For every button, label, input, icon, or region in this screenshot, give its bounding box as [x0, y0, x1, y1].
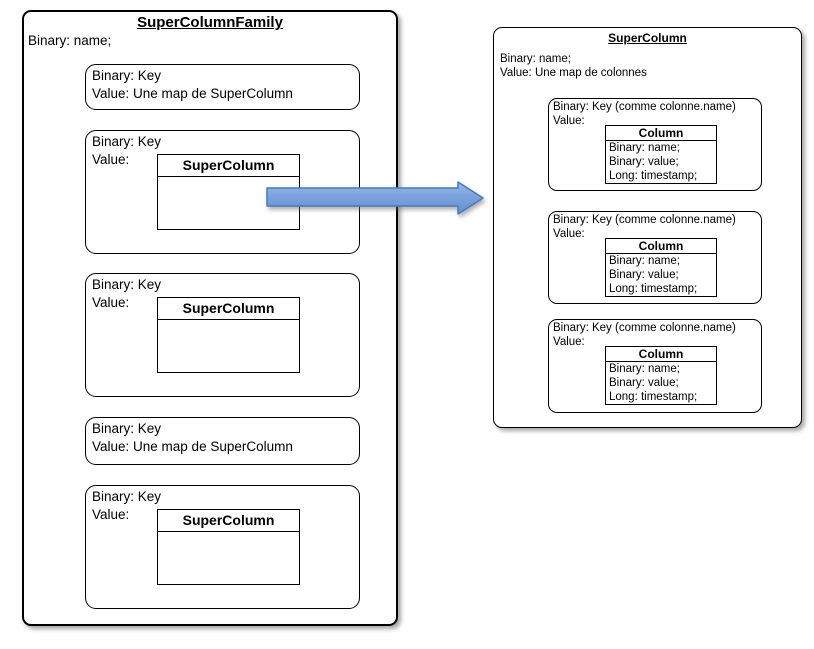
key-line: Binary: Key — [92, 68, 162, 83]
column-row: Binary: value; — [609, 156, 679, 168]
supercolumnfamily-title: SuperColumnFamily — [137, 14, 283, 31]
column-table-header: Column — [606, 126, 716, 141]
column-row: Binary: name; — [609, 363, 680, 375]
value-line: Value: — [553, 335, 585, 348]
column-row: Binary: value; — [609, 269, 679, 281]
supercolumn-panel: SuperColumn Binary: name; Value: Une map… — [493, 27, 802, 428]
key-supercolumn-box: Binary: Key Value: SuperColumn — [85, 485, 360, 609]
key-line: Binary: Key (comme colonne.name) — [553, 214, 736, 226]
supercolumn-table: SuperColumn — [157, 509, 300, 585]
key-supercolumn-box: Binary: Key Value: SuperColumn — [85, 273, 360, 397]
supercolumnfamily-name-field: Binary: name; — [28, 33, 112, 48]
value-line: Value: — [92, 507, 130, 522]
key-line: Binary: Key — [92, 421, 162, 436]
key-line: Binary: Key — [92, 277, 162, 292]
key-column-box: Binary: Key (comme colonne.name) Value: … — [548, 211, 762, 304]
supercolumn-value-field: Value: Une map de colonnes — [500, 67, 647, 79]
key-map-box: Binary: Key Value: Une map de SuperColum… — [85, 417, 360, 465]
column-row: Binary: name; — [609, 142, 680, 154]
column-table-header: Column — [606, 347, 716, 362]
key-line: Binary: Key — [92, 134, 162, 149]
key-line: Binary: Key — [92, 489, 162, 504]
supercolumn-name-field: Binary: name; — [500, 53, 571, 65]
key-column-box: Binary: Key (comme colonne.name) Value: … — [548, 319, 762, 413]
column-row: Binary: value; — [609, 377, 679, 389]
supercolumn-table-header: SuperColumn — [158, 510, 299, 532]
value-line: Value: — [92, 295, 130, 310]
column-row: Long: timestamp; — [609, 391, 698, 403]
column-table: Column Binary: name; Binary: value; Long… — [605, 125, 717, 184]
supercolumn-table: SuperColumn — [157, 297, 300, 373]
key-line: Binary: Key (comme colonne.name) — [553, 322, 736, 334]
column-row: Long: timestamp; — [609, 170, 698, 182]
right-arrow-icon — [266, 181, 484, 215]
value-line: Value: Une map de SuperColumn — [92, 86, 293, 101]
column-table-header: Column — [606, 239, 716, 254]
column-table: Column Binary: name; Binary: value; Long… — [605, 346, 717, 405]
key-column-box: Binary: Key (comme colonne.name) Value: … — [548, 98, 762, 191]
supercolumn-table-header: SuperColumn — [158, 298, 299, 320]
value-line: Value: — [553, 227, 585, 240]
supercolumn-title: SuperColumn — [608, 31, 687, 45]
supercolumn-table-header: SuperColumn — [158, 155, 299, 177]
key-map-box: Binary: Key Value: Une map de SuperColum… — [85, 64, 360, 110]
value-line: Value: — [553, 114, 585, 127]
value-line: Value: — [92, 152, 130, 167]
key-line: Binary: Key (comme colonne.name) — [553, 101, 736, 113]
value-line: Value: Une map de SuperColumn — [92, 439, 293, 454]
column-row: Binary: name; — [609, 255, 680, 267]
column-table: Column Binary: name; Binary: value; Long… — [605, 238, 717, 297]
column-row: Long: timestamp; — [609, 283, 698, 295]
supercolumnfamily-panel: SuperColumnFamily Binary: name; Binary: … — [22, 10, 398, 626]
